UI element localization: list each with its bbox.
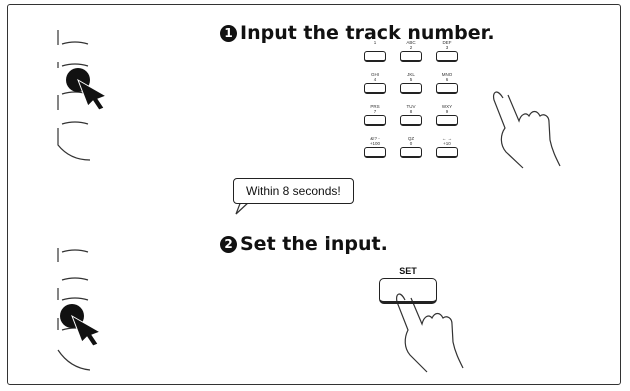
keypad-key[interactable]: 1 (364, 40, 386, 62)
keypad-key[interactable]: TUV 8 (400, 104, 422, 126)
step-2-number: 2 (220, 236, 237, 253)
keypad-key-label: 1 (373, 40, 377, 45)
keypad-key-cap[interactable] (436, 51, 458, 62)
keypad-key-cap[interactable] (400, 83, 422, 94)
time-limit-bubble: Within 8 seconds! (233, 178, 354, 204)
step-1-text: Input the track number. (240, 22, 495, 44)
keypad-key-label: ← → +10 (441, 136, 453, 146)
remote-outline-top (57, 30, 91, 161)
keypad-key[interactable]: &!? - +100 (364, 136, 386, 158)
remote-outline-bottom (57, 248, 91, 371)
hand-keypad (492, 91, 561, 169)
keypad-key-cap[interactable] (364, 115, 386, 126)
set-button[interactable]: SET (379, 266, 437, 304)
keypad-key[interactable]: DEF 3 (436, 40, 458, 62)
illustration-frame (7, 4, 621, 385)
hand-set (395, 293, 464, 373)
keypad-key[interactable]: WXY 9 (436, 104, 458, 126)
set-button-cap[interactable] (379, 278, 437, 304)
keypad-key-cap[interactable] (400, 115, 422, 126)
keypad-key-label: ABC 2 (406, 40, 416, 50)
keypad-key-cap[interactable] (364, 147, 386, 158)
keypad-key[interactable]: JKL 5 (400, 72, 422, 94)
keypad-key-label: WXY 9 (441, 104, 453, 114)
keypad-key[interactable]: MNO 6 (436, 72, 458, 94)
keypad-key-label: DEF 3 (442, 40, 452, 50)
keypad-key-cap[interactable] (400, 51, 422, 62)
keypad-key-cap[interactable] (400, 147, 422, 158)
keypad-key-cap[interactable] (364, 51, 386, 62)
keypad-key-cap[interactable] (364, 83, 386, 94)
keypad-key-cap[interactable] (436, 115, 458, 126)
keypad-key-label: MNO 6 (441, 72, 453, 82)
pointer-icon-top (66, 68, 108, 111)
keypad-key-cap[interactable] (436, 147, 458, 158)
keypad-key[interactable]: GHI 4 (364, 72, 386, 94)
keypad-key-label: QZ 0 (407, 136, 415, 146)
step-1-number: 1 (220, 25, 237, 42)
keypad-key[interactable]: PRS 7 (364, 104, 386, 126)
keypad-key-label: &!? - +100 (369, 136, 381, 146)
keypad-key-label: PRS 7 (370, 104, 380, 114)
keypad-key-cap[interactable] (436, 83, 458, 94)
keypad-key-label: GHI 4 (370, 72, 379, 82)
keypad-key-label: JKL 5 (407, 72, 415, 82)
keypad-key[interactable]: ← → +10 (436, 136, 458, 158)
keypad-key-label: TUV 8 (406, 104, 416, 114)
keypad-key[interactable]: ABC 2 (400, 40, 422, 62)
pointer-icon-bottom (60, 304, 102, 347)
number-keypad: 1 ABC 2 DEF 3 GHI 4 JKL 5 MNO 6 PRS 7 TUV 8 WXY … (364, 40, 484, 170)
step-2-text: Set the input. (240, 233, 388, 255)
keypad-key[interactable]: QZ 0 (400, 136, 422, 158)
set-button-label: SET (399, 266, 417, 276)
